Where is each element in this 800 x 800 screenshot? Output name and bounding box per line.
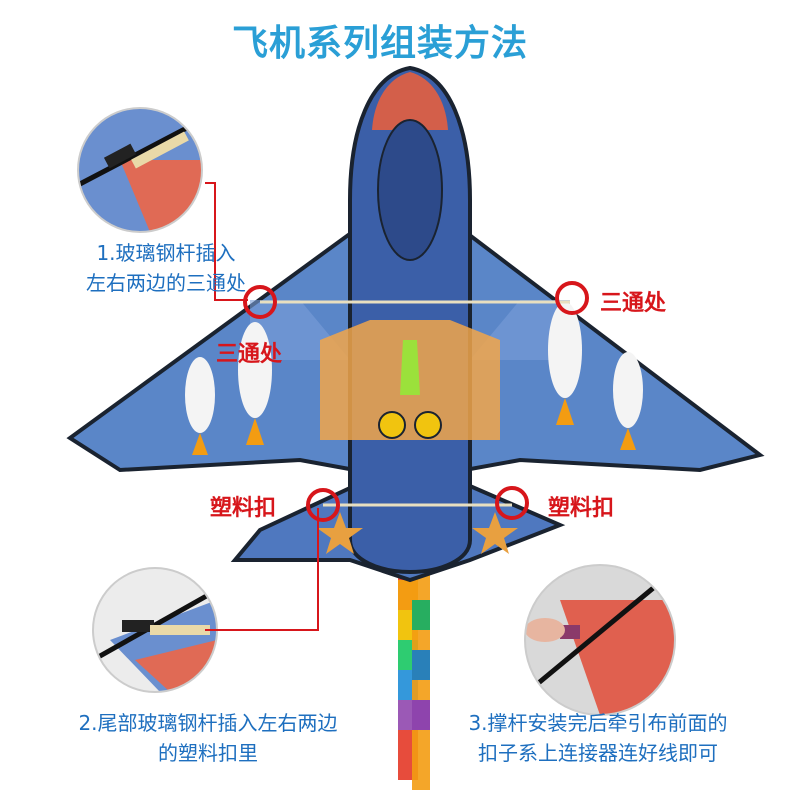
label-tee-left: 三通处 (216, 342, 283, 367)
detail-photo-3 (524, 564, 676, 716)
step2-text: 2.尾部玻璃钢杆插入左右两边 的塑料扣里 (58, 708, 358, 768)
star-right (472, 512, 518, 554)
marker-clip-left (306, 488, 340, 522)
marker-clip-right (495, 486, 529, 520)
step1-line2: 左右两边的三通处 (86, 271, 246, 295)
kite-tail-streamers (398, 560, 430, 790)
step3-text: 3.撑杆安装完后牵引布前面的 扣子系上连接器连好线即可 (448, 708, 748, 768)
step3-line2: 扣子系上连接器连好线即可 (478, 741, 718, 765)
star-left (317, 512, 363, 554)
label-clip-right: 塑料扣 (548, 496, 615, 521)
marker-tee-left (243, 285, 277, 319)
step2-line2: 的塑料扣里 (158, 741, 258, 765)
label-tee-right: 三通处 (600, 291, 667, 316)
detail-photo-1 (77, 107, 203, 233)
step3-line1: 3.撑杆安装完后牵引布前面的 (468, 711, 728, 735)
rocket-decorations (185, 302, 643, 455)
detail-photo-2 (92, 567, 218, 693)
step2-line1: 2.尾部玻璃钢杆插入左右两边 (78, 711, 338, 735)
step1-line1: 1.玻璃钢杆插入 (96, 241, 236, 265)
page-title: 飞机系列组装方法 (231, 23, 528, 64)
leader-line-1 (205, 182, 248, 301)
step1-text: 1.玻璃钢杆插入 左右两边的三通处 (66, 238, 266, 298)
leader-line-2 (205, 508, 319, 631)
label-clip-left: 塑料扣 (210, 496, 277, 521)
marker-tee-right (555, 281, 589, 315)
